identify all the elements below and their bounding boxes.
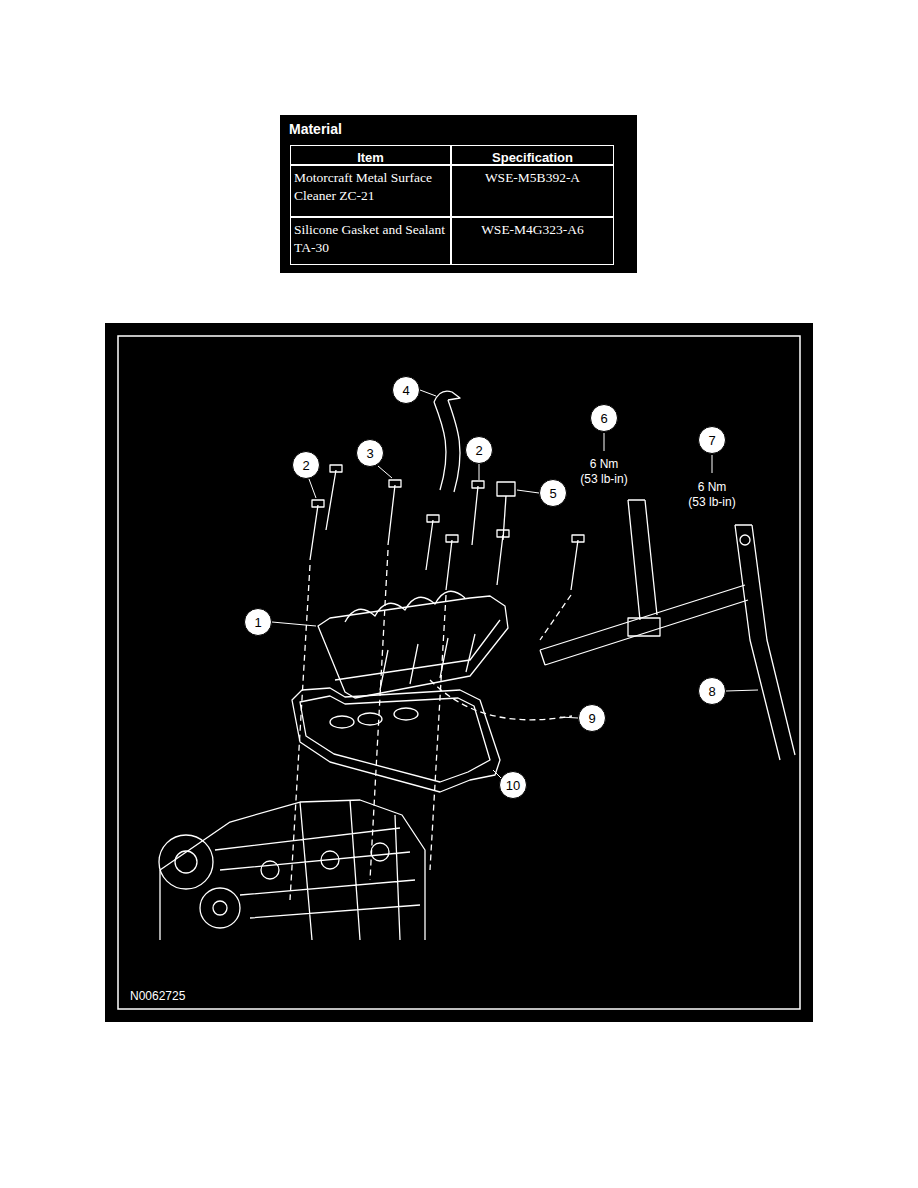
callout-number: 2 (475, 444, 482, 457)
hose (434, 400, 460, 492)
callout-circle: 9 (578, 704, 606, 732)
callout-circle: 4 (392, 376, 420, 404)
label-text: 6 Nm (698, 480, 727, 494)
label-text: Item (357, 150, 384, 165)
table-title: Material (289, 121, 342, 137)
callout-number: 9 (588, 712, 595, 725)
callout-number: 2 (302, 459, 309, 472)
bolt (310, 470, 578, 590)
table-header: Specification (451, 145, 614, 165)
bracket-tube (628, 500, 657, 620)
hose-elbow (434, 391, 460, 402)
callout-circle: 7 (698, 426, 726, 454)
callout-number: 5 (549, 487, 556, 500)
torque-value: (53 lb-in) (652, 492, 772, 510)
bolt-head (312, 465, 584, 542)
center-line (290, 550, 571, 900)
engine-block (160, 800, 425, 940)
callout-circle: 2 (465, 436, 493, 464)
table-cell: Motorcraft Metal Surface Cleaner ZC-21 (290, 165, 451, 217)
callout-number: 10 (506, 779, 520, 792)
valve-cover-ribs (335, 620, 500, 690)
gasket (292, 688, 500, 792)
callout-number: 3 (366, 447, 373, 460)
pulley-hub (213, 901, 227, 915)
figure-border (118, 336, 800, 1009)
gasket-inner (300, 696, 490, 782)
callout-number: 6 (600, 412, 607, 425)
callout-number: 1 (254, 616, 261, 629)
leader-line (272, 390, 758, 778)
bracket-tube (735, 525, 795, 760)
nut (740, 535, 750, 545)
valve-cover (318, 596, 508, 698)
table-cell: Silicone Gasket and Sealant TA-30 (290, 217, 451, 265)
pulley (200, 888, 240, 928)
callout-circle: 5 (539, 479, 567, 507)
label-text: N0062725 (130, 989, 185, 1003)
table-header: Item (290, 145, 451, 165)
callout-circle: 8 (698, 677, 726, 705)
table-cell: WSE-M5B392-A (451, 165, 614, 217)
label-text: WSE-M5B392-A (485, 170, 580, 185)
label-text: Motorcraft Metal Surface Cleaner ZC-21 (294, 170, 432, 203)
engine-port (321, 851, 339, 869)
pulley-hub (175, 851, 197, 873)
engine-port (371, 843, 389, 861)
bracket-tube (540, 585, 748, 665)
callout-circle: 3 (356, 439, 384, 467)
engine-port (261, 861, 279, 879)
sensor-stem (503, 496, 506, 540)
label-text: Specification (492, 150, 573, 165)
label-text: 6 Nm (590, 457, 619, 471)
callout-number: 8 (708, 685, 715, 698)
label-text: (53 lb-in) (688, 495, 735, 509)
valve-cover-top (345, 591, 465, 622)
gasket-seal (394, 708, 418, 720)
torque-value: 6 Nm (652, 477, 772, 495)
figure-panel (105, 323, 813, 1022)
bracket-clamp (628, 618, 660, 636)
pulley (159, 835, 213, 889)
callout-circle: 1 (244, 608, 272, 636)
engine-detail (215, 800, 420, 940)
torque-value: (53 lb-in) (544, 469, 664, 487)
torque-value: 6 Nm (544, 454, 664, 472)
callout-number: 4 (402, 384, 409, 397)
gasket-seal (330, 716, 354, 728)
label-text: WSE-M4G323-A6 (481, 222, 584, 237)
callout-circle: 2 (292, 451, 320, 479)
label-text: Silicone Gasket and Sealant TA-30 (294, 222, 445, 255)
callout-number: 7 (708, 434, 715, 447)
table-cell: WSE-M4G323-A6 (451, 217, 614, 265)
callout-circle: 6 (590, 404, 618, 432)
callout-circle: 10 (499, 771, 527, 799)
figure-id: N0062725 (130, 986, 250, 1004)
label-text: (53 lb-in) (580, 472, 627, 486)
harness (430, 680, 572, 720)
sensor (497, 482, 515, 496)
